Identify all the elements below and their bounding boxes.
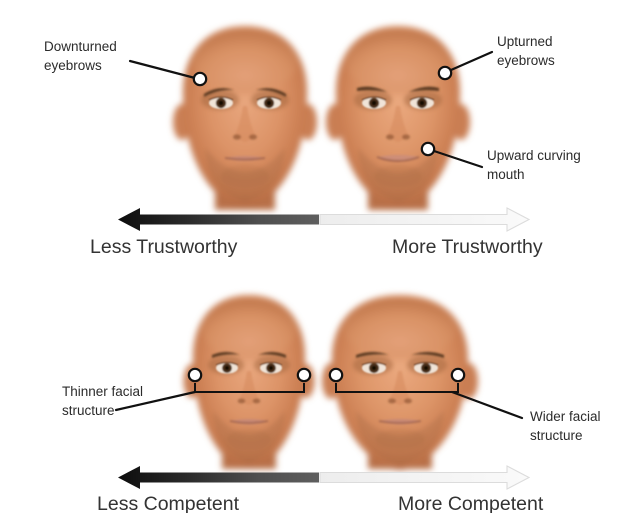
scale-label-more-trustworthy: More Trustworthy	[392, 236, 543, 258]
marker-dot-downturned-eyebrows	[192, 71, 208, 87]
marker-dot-wider-left	[328, 367, 344, 383]
width-measure-wider: Wider facial structure	[328, 367, 604, 443]
leader-line-upward-curving-mouth	[432, 149, 484, 169]
annotation-upturned-eyebrows: Upturned eyebrows	[437, 34, 556, 81]
annotation-line-1: Thinner facial	[62, 384, 143, 399]
scale-label-less-trustworthy: Less Trustworthy	[90, 236, 238, 258]
competence-scale-left-arrow	[118, 466, 319, 489]
annotation-line-1: Wider facial	[530, 409, 601, 424]
trust-scale-left-arrow	[118, 208, 319, 231]
marker-dot-thinner-left	[187, 367, 203, 383]
annotation-label-wider-facial-structure: Wider facial structure	[530, 409, 604, 443]
more-trustworthy-face	[326, 26, 470, 210]
marker-dot-upward-curving-mouth	[420, 141, 436, 157]
panel-trustworthiness: Downturned eyebrows Upturned eyebrows Up…	[44, 26, 585, 258]
leader-line-upturned-eyebrows	[449, 50, 494, 72]
annotation-label-downturned-eyebrows: Downturned eyebrows	[44, 39, 121, 73]
cheek-width-line-thinner	[194, 383, 305, 393]
less-trustworthy-face	[173, 26, 317, 210]
annotation-line-2: structure	[530, 428, 583, 443]
annotation-line-1: Upward curving	[487, 148, 581, 163]
marker-dot-wider-right	[450, 367, 466, 383]
annotation-line-1: Upturned	[497, 34, 553, 49]
annotation-downturned-eyebrows: Downturned eyebrows	[44, 39, 208, 87]
leader-line-thinner-facial-structure	[114, 390, 197, 412]
marker-dot-thinner-right	[296, 367, 312, 383]
competence-scale-right-arrow	[319, 465, 531, 490]
annotation-line-2: eyebrows	[44, 58, 102, 73]
cheek-width-line-wider	[335, 383, 459, 393]
marker-dot-upturned-eyebrows	[437, 65, 453, 81]
leader-line-wider-facial-structure	[450, 390, 524, 420]
leader-line-downturned-eyebrows	[128, 59, 197, 80]
scale-label-less-competent: Less Competent	[97, 493, 240, 513]
annotation-label-upturned-eyebrows: Upturned eyebrows	[497, 34, 556, 68]
annotation-label-thinner-facial-structure: Thinner facial structure	[62, 384, 147, 418]
annotation-line-1: Downturned	[44, 39, 117, 54]
trust-scale-right-arrow	[319, 207, 531, 232]
panel-competence: Thinner facial structure Wider facial st…	[62, 295, 604, 513]
scale-label-more-competent: More Competent	[398, 493, 544, 513]
width-measure-thinner: Thinner facial structure	[62, 367, 312, 418]
annotation-upward-curving-mouth: Upward curving mouth	[420, 141, 585, 182]
annotation-line-2: mouth	[487, 167, 525, 182]
less-competent-face	[183, 295, 315, 469]
more-competent-face	[322, 295, 478, 470]
annotation-label-upward-curving-mouth: Upward curving mouth	[487, 148, 585, 182]
annotation-line-2: structure	[62, 403, 115, 418]
annotation-line-2: eyebrows	[497, 53, 555, 68]
